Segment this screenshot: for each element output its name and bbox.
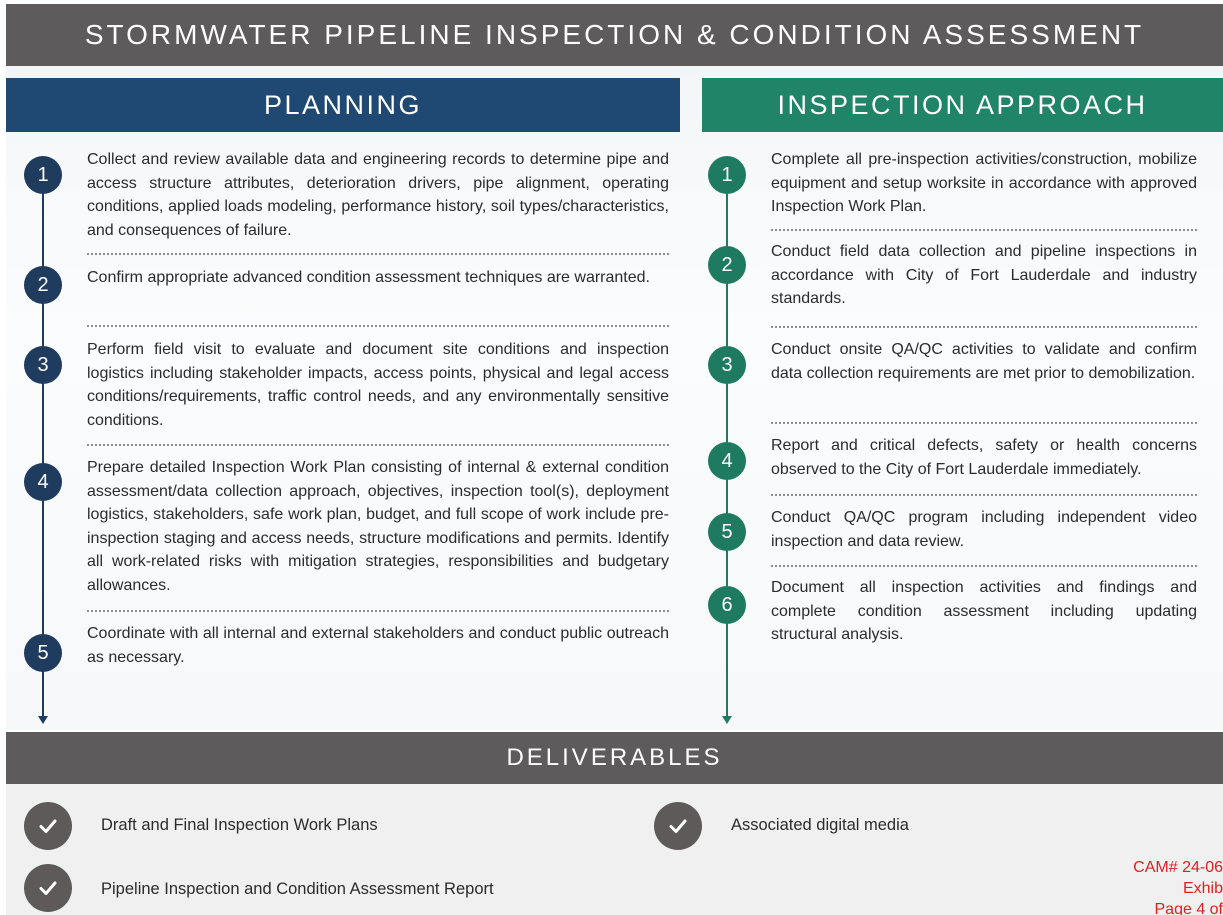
- inspection-step-number: 6: [708, 586, 746, 624]
- check-icon: [654, 802, 702, 850]
- divider: [771, 565, 1197, 567]
- divider: [771, 422, 1197, 424]
- divider: [771, 229, 1197, 231]
- planning-step-text: Collect and review available data and en…: [87, 151, 669, 239]
- inspection-step-text: Conduct QA/QC program including independ…: [771, 509, 1197, 550]
- inspection-step-number: 2: [708, 246, 746, 284]
- divider: [87, 325, 669, 327]
- divider: [87, 444, 669, 446]
- divider: [87, 610, 669, 612]
- planning-step-number: 5: [24, 634, 62, 672]
- cam-stamp-line: Page 4 of: [1154, 901, 1223, 915]
- check-icon: [24, 802, 72, 850]
- planning-header: PLANNING: [6, 78, 680, 132]
- inspection-approach-header: INSPECTION APPROACH: [702, 78, 1223, 132]
- divider: [771, 326, 1197, 328]
- inspection-step-text: Document all inspection activities and f…: [771, 579, 1197, 643]
- deliverables-header: DELIVERABLES: [6, 732, 1223, 784]
- planning-step-number: 3: [24, 346, 62, 384]
- divider: [771, 494, 1197, 496]
- planning-arrow-down-icon: [38, 716, 48, 724]
- deliverable-item: Pipeline Inspection and Condition Assess…: [101, 880, 494, 898]
- deliverable-item: Associated digital media: [731, 816, 909, 834]
- inspection-step-number: 1: [708, 156, 746, 194]
- deliverable-item: Draft and Final Inspection Work Plans: [101, 816, 378, 834]
- inspection-arrow-down-icon: [722, 716, 732, 724]
- planning-step-number: 2: [24, 266, 62, 304]
- inspection-step-number: 4: [708, 442, 746, 480]
- divider: [87, 253, 669, 255]
- main-content: PLANNING INSPECTION APPROACH 1 Collect a…: [6, 66, 1223, 730]
- inspection-step-text: Complete all pre-inspection activities/c…: [771, 151, 1197, 215]
- planning-step-text: Perform field visit to evaluate and docu…: [87, 341, 669, 429]
- planning-step-text: Coordinate with all internal and externa…: [87, 625, 669, 666]
- planning-timeline-line: [42, 174, 44, 719]
- cam-stamp-line: CAM# 24-06: [1133, 859, 1223, 876]
- deliverables-area: [6, 784, 1223, 915]
- inspection-step-text: Report and critical defects, safety or h…: [771, 437, 1197, 478]
- planning-step-number: 4: [24, 463, 62, 501]
- inspection-step-text: Conduct onsite QA/QC activities to valid…: [771, 341, 1197, 382]
- cam-stamp-line: Exhib: [1182, 880, 1223, 897]
- inspection-step-number: 5: [708, 513, 746, 551]
- inspection-step-text: Conduct field data collection and pipeli…: [771, 243, 1197, 307]
- inspection-step-number: 3: [708, 346, 746, 384]
- document-title: STORMWATER PIPELINE INSPECTION & CONDITI…: [6, 4, 1223, 66]
- planning-step-number: 1: [24, 156, 62, 194]
- check-icon: [24, 864, 72, 912]
- planning-step-text: Prepare detailed Inspection Work Plan co…: [87, 459, 669, 594]
- planning-step-text: Confirm appropriate advanced condition a…: [87, 269, 650, 286]
